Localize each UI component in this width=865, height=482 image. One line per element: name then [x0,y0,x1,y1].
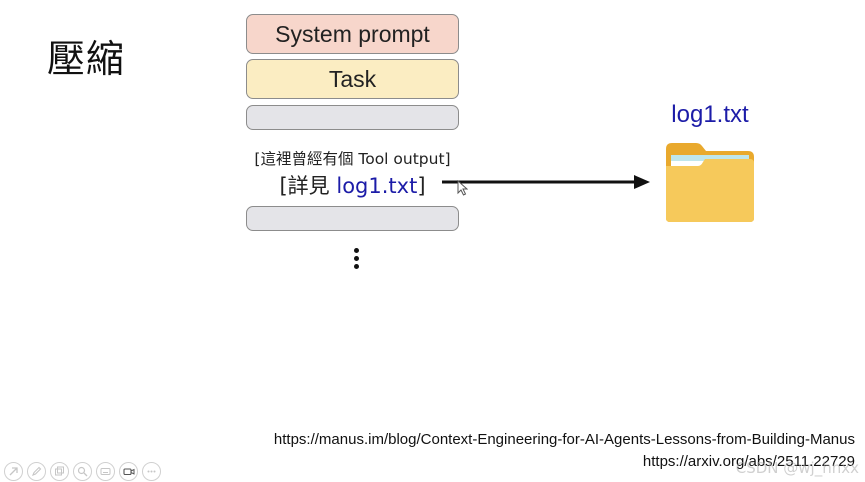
arrow-right-icon [442,175,650,189]
camera-icon [122,468,134,476]
folder-icon [666,143,754,222]
subtitle-icon [100,468,111,475]
see-file-prefix: [詳見 [279,174,337,198]
mouse-cursor-icon [457,180,468,196]
arrow-icon [9,467,18,476]
see-file-suffix: ] [417,174,426,198]
more-button[interactable] [142,462,161,481]
pen-icon [32,466,42,476]
camera-button[interactable] [119,462,138,481]
empty-context-box [246,105,459,130]
see-file-note: [詳見 log1.txt] [246,170,459,200]
zoom-button[interactable] [73,462,92,481]
zoom-icon [77,466,88,477]
more-icon [147,470,156,473]
subtitle-button[interactable] [96,462,115,481]
vertical-ellipsis-icon [350,248,364,272]
pen-button[interactable] [27,462,46,481]
slides-icon [55,466,64,476]
task-label: Task [328,65,377,92]
presentation-toolbar [4,462,161,481]
see-file-name: log1.txt [336,174,418,198]
watermark: CSDN @wj_hnxx [735,459,859,477]
reference-link-arxiv[interactable]: https://arxiv.org/abs/2511.22729 [642,453,855,470]
removed-tool-output-note: [這裡曾經有個 Tool output] [254,150,451,168]
file-label: log1.txt [671,101,749,128]
system-prompt-box: System prompt [246,14,459,54]
task-box: Task [246,59,459,99]
reference-link-manus[interactable]: https://manus.im/blog/Context-Engineerin… [273,431,855,448]
slide-title: 壓縮 [47,37,126,81]
system-prompt-label: System prompt [275,20,430,47]
empty-context-box-2 [246,206,459,231]
pointer-button[interactable] [4,462,23,481]
slides-button[interactable] [50,462,69,481]
